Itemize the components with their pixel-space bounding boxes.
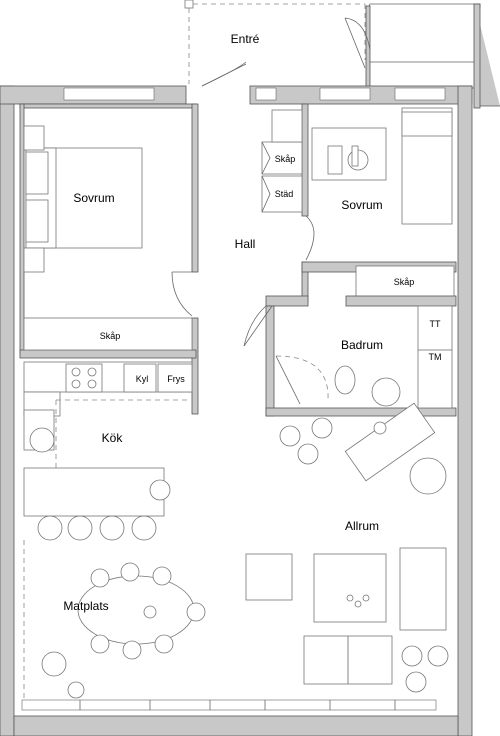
kitchen <box>23 361 193 541</box>
room-label-entre: Entré <box>231 32 260 46</box>
label-skap-hall: Skåp <box>275 154 296 164</box>
room-label-allrum: Allrum <box>345 519 379 533</box>
room-label-kok: Kök <box>102 431 124 445</box>
room-label-matplats: Matplats <box>63 599 108 613</box>
label-skap-left: Skåp <box>100 331 121 341</box>
living-room <box>245 402 449 693</box>
entrance-area <box>184 0 500 109</box>
room-label-sovrum-right: Sovrum <box>341 198 382 212</box>
bathroom <box>243 295 457 417</box>
room-label-hall: Hall <box>235 237 256 251</box>
label-stad: Städ <box>275 189 294 199</box>
label-kyl: Kyl <box>136 374 149 384</box>
hall-closets <box>261 109 303 213</box>
bedroom-left <box>19 103 199 415</box>
dining-area <box>23 479 206 700</box>
label-skap-right: Skåp <box>394 277 415 287</box>
room-label-sovrum-left: Sovrum <box>73 191 114 205</box>
label-tt: TT <box>430 319 441 329</box>
label-frys: Frys <box>167 374 185 384</box>
room-label-badrum: Badrum <box>341 338 383 352</box>
outer-walls <box>0 61 473 736</box>
bedroom-right <box>301 103 457 303</box>
label-tm: TM <box>429 352 442 362</box>
